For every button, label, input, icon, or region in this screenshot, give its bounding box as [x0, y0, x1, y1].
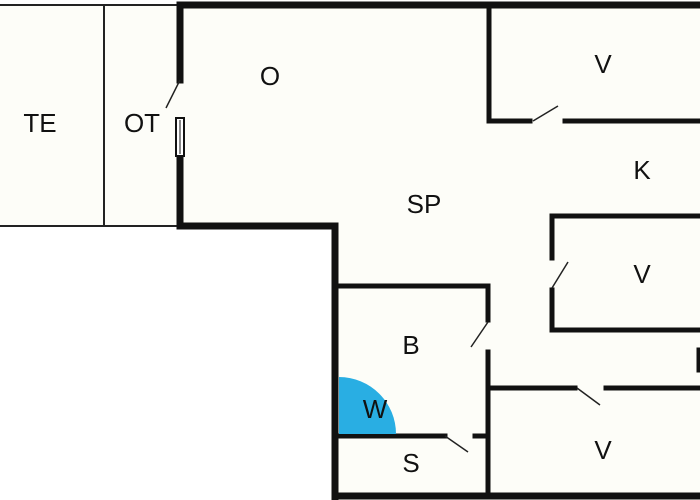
room-labels: TE OT O SP K V V V B W S [23, 49, 651, 478]
door-v-mid [551, 261, 569, 289]
interior-walls [335, 5, 700, 499]
room-label-v-bottom: V [594, 435, 612, 465]
window [175, 117, 185, 157]
floor-areas [0, 5, 700, 500]
room-label-o: O [260, 61, 280, 91]
room-label-w: W [363, 394, 388, 424]
door-s [444, 435, 469, 453]
room-label-v-mid: V [633, 259, 651, 289]
door-b [470, 321, 489, 348]
room-label-b: B [402, 330, 419, 360]
walls [176, 1, 700, 500]
door-ot-o [165, 79, 181, 109]
shower-area [339, 377, 396, 434]
door-v-bottom [576, 387, 601, 406]
room-label-sp: SP [407, 189, 442, 219]
doors [165, 79, 601, 453]
room-label-te: TE [23, 108, 56, 138]
room-label-k: K [633, 155, 651, 185]
room-label-s: S [402, 448, 419, 478]
thin-walls [0, 4, 180, 227]
main-floor [180, 5, 700, 500]
terrace-floor [0, 5, 180, 226]
door-v-top [532, 105, 559, 122]
room-label-ot: OT [124, 108, 160, 138]
room-label-v-top: V [594, 49, 612, 79]
